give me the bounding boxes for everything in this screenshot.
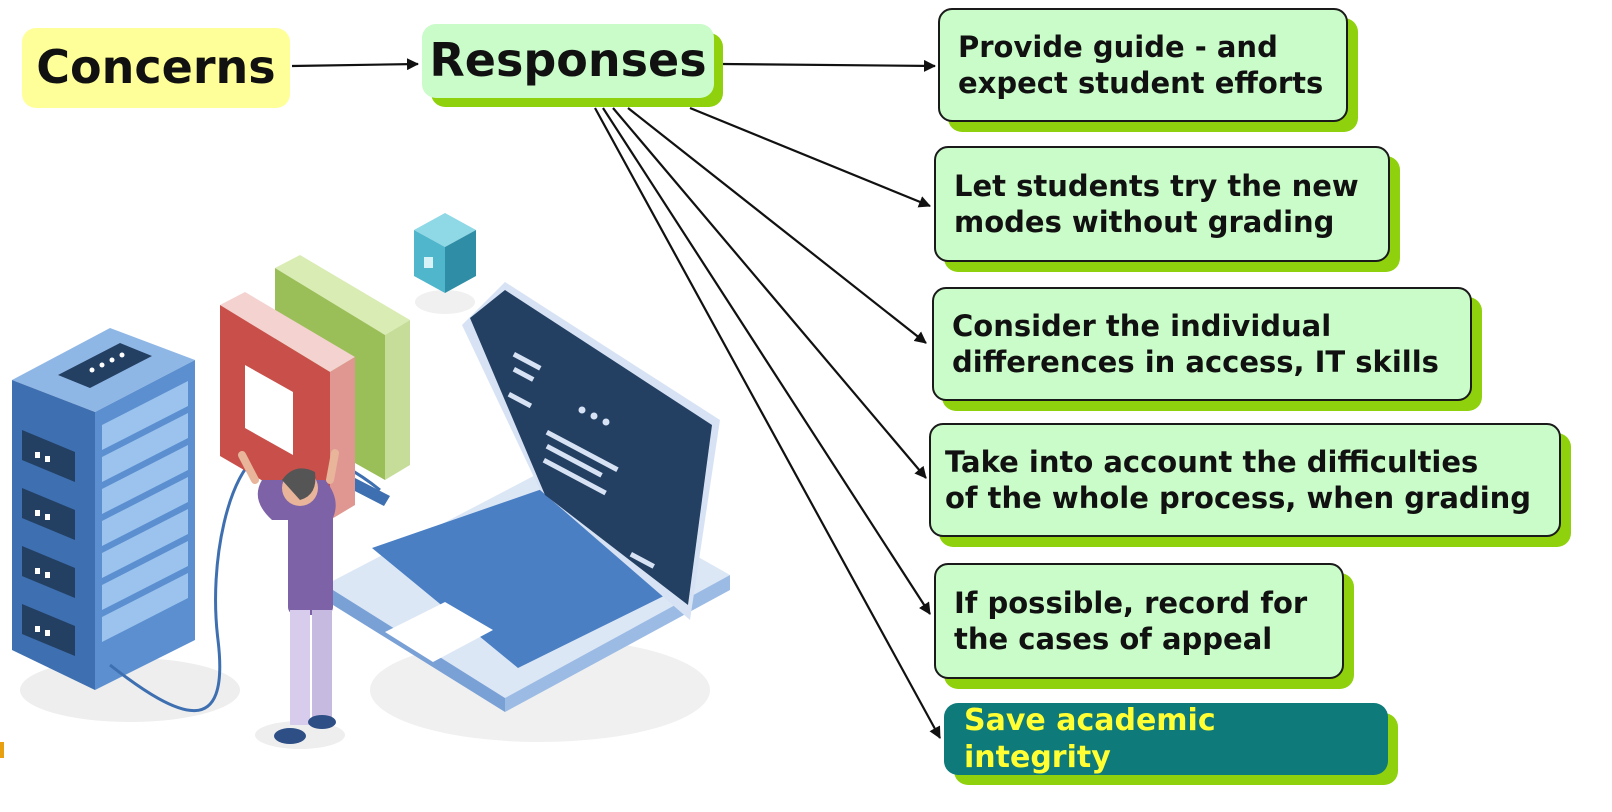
arrow-concerns-responses (291, 58, 419, 71)
arrow-to-item-4 (612, 107, 927, 479)
cube-icon (414, 213, 476, 314)
arrow-to-item-3 (627, 107, 927, 344)
laptop-icon (325, 282, 730, 712)
response-item-6: Save academic integrity (944, 703, 1388, 775)
arrow-to-item-5 (602, 107, 931, 615)
arrow-to-item-6 (594, 107, 941, 739)
response-item-3: Consider the individual differences in a… (932, 287, 1472, 401)
responses-node: Responses (422, 24, 714, 98)
illustration (0, 213, 730, 758)
person-icon (238, 449, 339, 744)
concerns-node: Concerns (22, 28, 290, 108)
response-item-5: If possible, record for the cases of app… (934, 563, 1344, 679)
arrow-to-item-1 (721, 59, 936, 72)
arrow-to-item-2 (689, 106, 931, 208)
response-item-4: Take into account the difficulties of th… (929, 423, 1561, 537)
response-item-1: Provide guide - and expect student effor… (938, 8, 1348, 122)
server-rack-icon (12, 328, 195, 690)
response-item-2: Let students try the new modes without g… (934, 146, 1390, 262)
